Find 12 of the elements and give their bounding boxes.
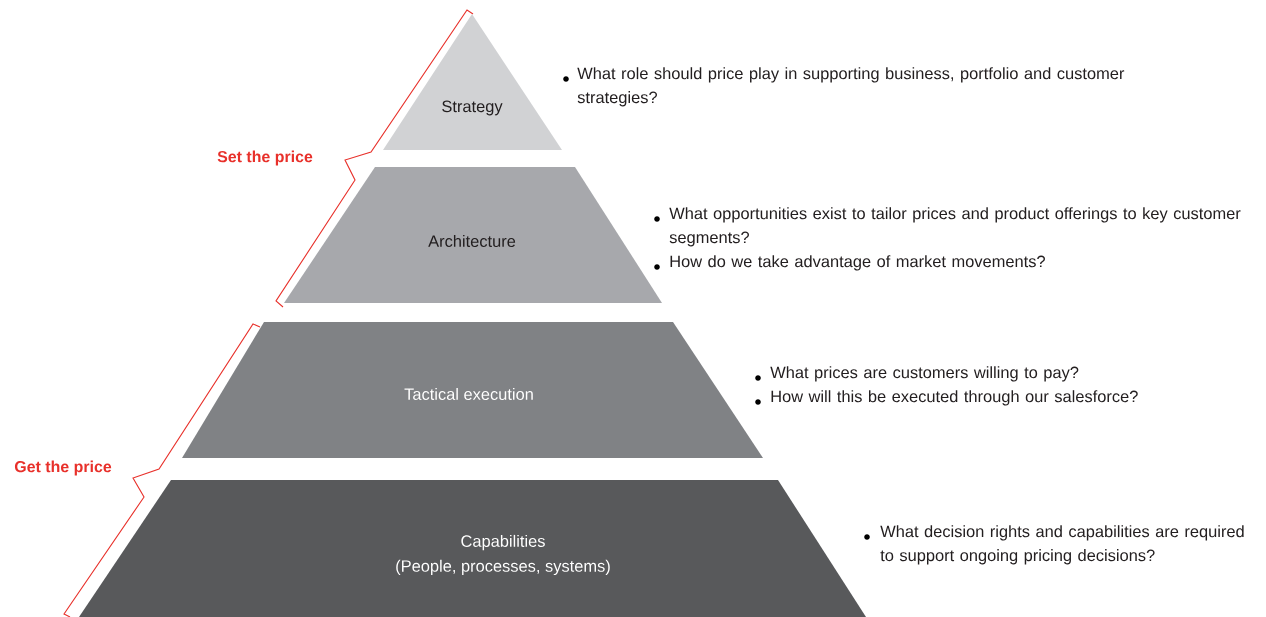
question-text: How do we take advantage of market movements? [670,255,1045,271]
pyramid-layer: Strategy [383,14,562,150]
question-text: What decision rights and capabilities are required to support ongoing pricing decisions? [880,525,1244,565]
bracket-label: Set the price [217,150,313,166]
question-text: What opportunities exist to tailor prices and product offerings to key customer segments? [669,207,1241,247]
question-text: What prices are customers willing to pay? [770,366,1079,382]
question-text: What role should price play in supporting business, portfolio and customer strategies? [577,67,1125,107]
pyramid-layer: Capabilities (People, processes, systems) [79,480,866,617]
bracket-label: Get the price [14,460,112,476]
pyramid-layer: Tactical execution [182,322,763,458]
question-text: How will this be executed through our salesforce? [771,390,1138,406]
pyramid-layer: Architecture [284,167,662,303]
